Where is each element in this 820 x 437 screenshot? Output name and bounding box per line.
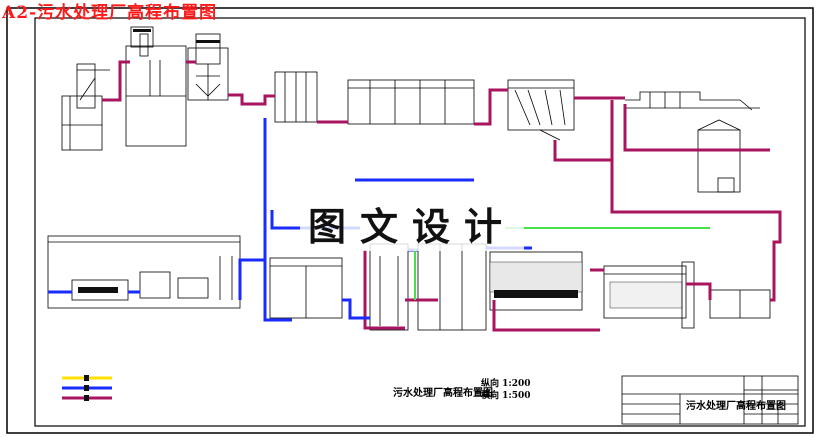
inner-frame — [34, 17, 806, 427]
drawing-caption: 污水处理厂高程布置图 — [393, 388, 493, 399]
equipment-details — [78, 29, 578, 298]
title-block-drawing-name: 污水处理厂高程布置图 — [686, 401, 786, 412]
scale-horizontal: 横向 1:500 — [481, 391, 531, 401]
watermark: 图文设计 — [300, 196, 525, 251]
scale-vertical: 纵向 1:200 — [481, 379, 531, 389]
top-structures — [61, 26, 760, 193]
page-title: A2-污水处理厂高程布置图 — [2, 3, 218, 23]
water-flow-line — [102, 60, 782, 332]
scale-block: 纵向 1:200 横向 1:500 — [481, 378, 531, 402]
legend — [62, 375, 112, 401]
bottom-structures — [47, 235, 771, 331]
title-block — [621, 375, 799, 425]
gas-flow-line — [414, 227, 710, 300]
outer-frame — [6, 7, 814, 434]
